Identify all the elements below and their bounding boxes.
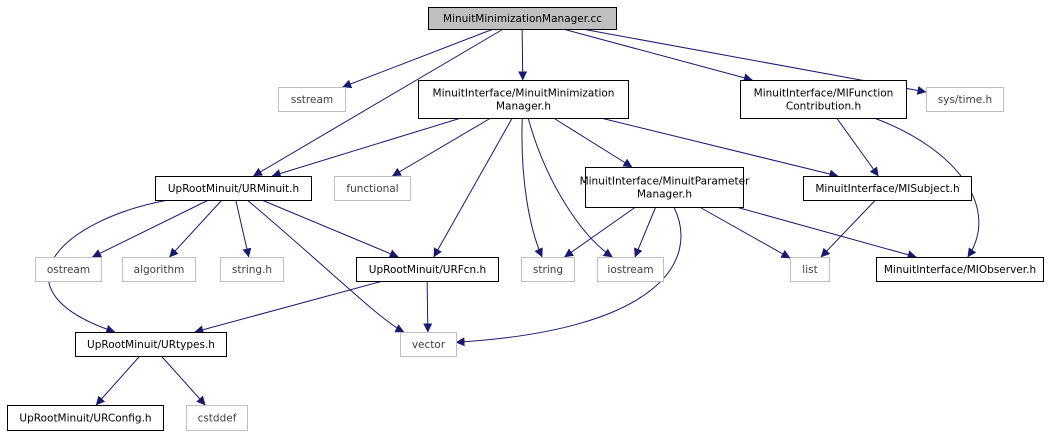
node-box-ostream [35, 257, 102, 282]
edge-mlsubject-to-list [820, 199, 876, 258]
node-box-root [428, 7, 617, 30]
edge-mpm_h-to-mlobserver [735, 206, 917, 260]
node-box-mlfc_h [740, 80, 907, 119]
node-label-mlfc_h-line-1: MinuitInterface/MIFunction [754, 88, 894, 100]
edge-urtypes-to-cstddef [160, 355, 206, 406]
node-box-mpm_h [585, 167, 744, 208]
edge-mpm_h-to-vector [455, 206, 682, 347]
node-label-urtypes: UpRootMinuit/URtypes.h [87, 339, 215, 351]
node-mlsubject[interactable]: MinuitInterface/MISubject.h [803, 176, 972, 201]
edge-urfcn-to-vector [423, 280, 433, 333]
node-sstream: sstream [278, 87, 346, 112]
node-root[interactable]: MinuitMinimizationManager.cc [428, 7, 617, 30]
edge-mmm_h-to-urminuit [271, 117, 462, 178]
node-systime: sys/time.h [926, 87, 1004, 112]
node-box-iostream [597, 257, 664, 282]
node-box-urfcn [356, 257, 499, 282]
node-box-mlsubject [803, 176, 972, 201]
node-box-urtypes [75, 332, 227, 357]
edge-urminuit-to-stringh [235, 199, 252, 258]
node-urminuit[interactable]: UpRootMinuit/URMinuit.h [155, 176, 312, 201]
edge-mmm_h-to-mpm_h [553, 117, 633, 168]
node-label-mlobserver: MinuitInterface/MIObserver.h [884, 264, 1036, 276]
node-label-cstddef: cstddef [198, 413, 237, 425]
node-ostream: ostream [35, 257, 102, 282]
node-label-urconfig: UpRootMinuit/URConfig.h [19, 413, 151, 425]
node-list: list [790, 257, 830, 282]
edge-urminuit-to-urfcn [261, 199, 399, 258]
edge-mmm_h-to-mlsubject [600, 117, 839, 179]
node-urtypes[interactable]: UpRootMinuit/URtypes.h [75, 332, 227, 357]
edge-urminuit-to-algorithm [169, 199, 223, 258]
node-label-mmm_h-line-2: Manager.h [496, 101, 551, 113]
node-box-cstddef [186, 405, 248, 431]
edge-mpm_h-to-iostream [634, 206, 657, 258]
node-label-ostream: ostream [47, 264, 90, 276]
edge-root-to-mlfc_h [562, 28, 753, 83]
node-box-list [790, 257, 830, 282]
node-label-mlfc_h-line-2: Contribution.h [786, 101, 861, 113]
edge-mmm_h-to-string [521, 117, 543, 258]
edge-mmm_h-to-functional [391, 117, 492, 177]
node-label-mpm_h-line-2: Manager.h [637, 189, 692, 201]
edge-mpm_h-to-string [564, 206, 636, 258]
edge-mmm_h-to-iostream [527, 117, 613, 258]
node-urconfig[interactable]: UpRootMinuit/URConfig.h [7, 405, 164, 431]
node-box-systime [926, 87, 1004, 112]
node-label-iostream: iostream [607, 264, 653, 276]
node-box-sstream [278, 87, 346, 112]
node-label-vector: vector [412, 339, 446, 351]
edge-mmm_h-to-urfcn [433, 117, 513, 258]
node-vector: vector [400, 332, 457, 357]
node-functional: functional [334, 176, 411, 201]
node-label-list: list [802, 264, 817, 276]
node-box-mmm_h [418, 80, 629, 119]
node-label-mlsubject: MinuitInterface/MISubject.h [815, 183, 959, 195]
edge-urminuit-to-ostream [92, 199, 209, 258]
node-label-urminuit: UpRootMinuit/URMinuit.h [168, 183, 299, 195]
node-mlobserver[interactable]: MinuitInterface/MIObserver.h [876, 257, 1044, 282]
node-label-systime: sys/time.h [938, 94, 992, 106]
edge-mpm_h-to-list [699, 206, 791, 259]
node-box-stringh [220, 257, 284, 282]
node-label-sstream: sstream [291, 94, 333, 106]
node-box-urconfig [7, 405, 164, 431]
edge-mlfc_h-to-mlsubject [836, 117, 879, 177]
node-label-functional: functional [346, 183, 398, 195]
node-box-vector [400, 332, 457, 357]
node-label-root: MinuitMinimizationManager.cc [443, 13, 602, 25]
node-box-mlobserver [876, 257, 1044, 282]
node-label-algorithm: algorithm [134, 264, 185, 276]
node-label-string: string [533, 264, 563, 276]
node-iostream: iostream [597, 257, 664, 282]
node-box-algorithm [122, 257, 196, 282]
edge-root-to-mmm_h [518, 28, 528, 81]
edge-urminuit-to-vector [246, 199, 405, 333]
node-algorithm: algorithm [122, 257, 196, 282]
node-label-stringh: string.h [232, 264, 272, 276]
node-urfcn[interactable]: UpRootMinuit/URFcn.h [356, 257, 499, 282]
nodes-layer: MinuitMinimizationManager.ccsstreamMinui… [7, 7, 1044, 431]
node-label-mmm_h-line-1: MinuitInterface/MinuitMinimization [433, 88, 615, 100]
edge-urfcn-to-urtypes [194, 280, 383, 335]
node-box-functional [334, 176, 411, 201]
edge-root-to-urminuit [253, 28, 504, 177]
node-mmm_h[interactable]: MinuitInterface/MinuitMinimizationManage… [418, 80, 629, 119]
node-cstddef: cstddef [186, 405, 248, 431]
node-label-mpm_h-line-1: MinuitInterface/MinuitParameter [580, 176, 750, 188]
node-label-urfcn: UpRootMinuit/URFcn.h [369, 264, 486, 276]
node-box-urminuit [155, 176, 312, 201]
edge-urtypes-to-urconfig [95, 355, 141, 406]
node-box-string [521, 257, 575, 282]
node-stringh: string.h [220, 257, 284, 282]
edge-root-to-sstream [342, 28, 494, 89]
node-string: string [521, 257, 575, 282]
